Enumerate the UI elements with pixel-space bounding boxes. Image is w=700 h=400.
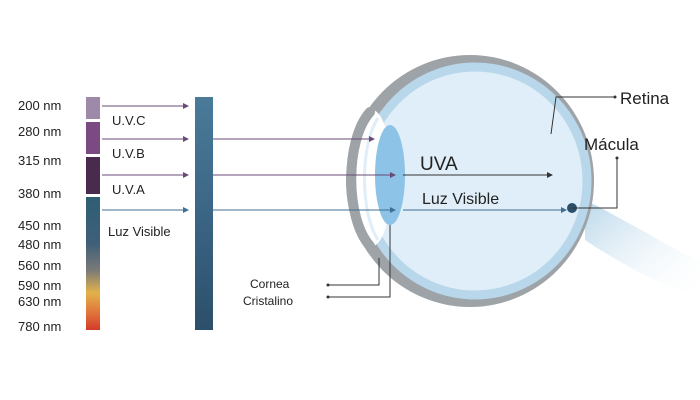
wavelength-label: 780 nm xyxy=(18,319,61,334)
uva-label: U.V.A xyxy=(112,182,145,197)
incoming-arrows xyxy=(102,103,189,213)
uvc-band xyxy=(86,97,100,119)
wavelength-label: 315 nm xyxy=(18,153,61,168)
cornea xyxy=(346,107,375,251)
wavelength-label: 280 nm xyxy=(18,124,61,139)
uvb-label: U.V.B xyxy=(112,146,145,161)
macula-leader xyxy=(572,158,618,209)
visible-eye-label: Luz Visible xyxy=(422,191,499,208)
filtered-rays xyxy=(213,136,567,213)
retina-label: Retina xyxy=(620,89,670,108)
uva-band xyxy=(86,157,100,194)
spectrum-bar xyxy=(86,97,100,330)
wavelength-label: 450 nm xyxy=(18,218,61,233)
macula-label: Mácula xyxy=(584,135,639,154)
retina-leader xyxy=(550,96,615,135)
cornea-leader xyxy=(328,258,380,286)
wavelength-label: 480 nm xyxy=(18,237,61,252)
wavelength-label: 590 nm xyxy=(18,278,61,293)
uvb-band xyxy=(86,122,100,154)
cristalino-leader xyxy=(328,225,391,298)
wavelength-label: 560 nm xyxy=(18,258,61,273)
optic-nerve xyxy=(585,200,700,300)
wavelength-labels: 200 nm 280 nm 315 nm 380 nm 450 nm 480 n… xyxy=(18,98,61,334)
cristalino-label: Cristalino xyxy=(243,294,293,308)
cornea-inner xyxy=(363,117,380,241)
visible-band xyxy=(86,197,100,330)
wavelength-label: 200 nm xyxy=(18,98,61,113)
uvc-label: U.V.C xyxy=(112,113,145,128)
uva-eye-label: UVA xyxy=(420,154,458,175)
visible-label: Luz Visible xyxy=(108,224,171,239)
wavelength-label: 380 nm xyxy=(18,186,61,201)
wavelength-label: 630 nm xyxy=(18,294,61,309)
filter-bar xyxy=(195,97,213,330)
eye-interior xyxy=(363,67,587,295)
cornea-label: Cornea xyxy=(250,277,290,291)
